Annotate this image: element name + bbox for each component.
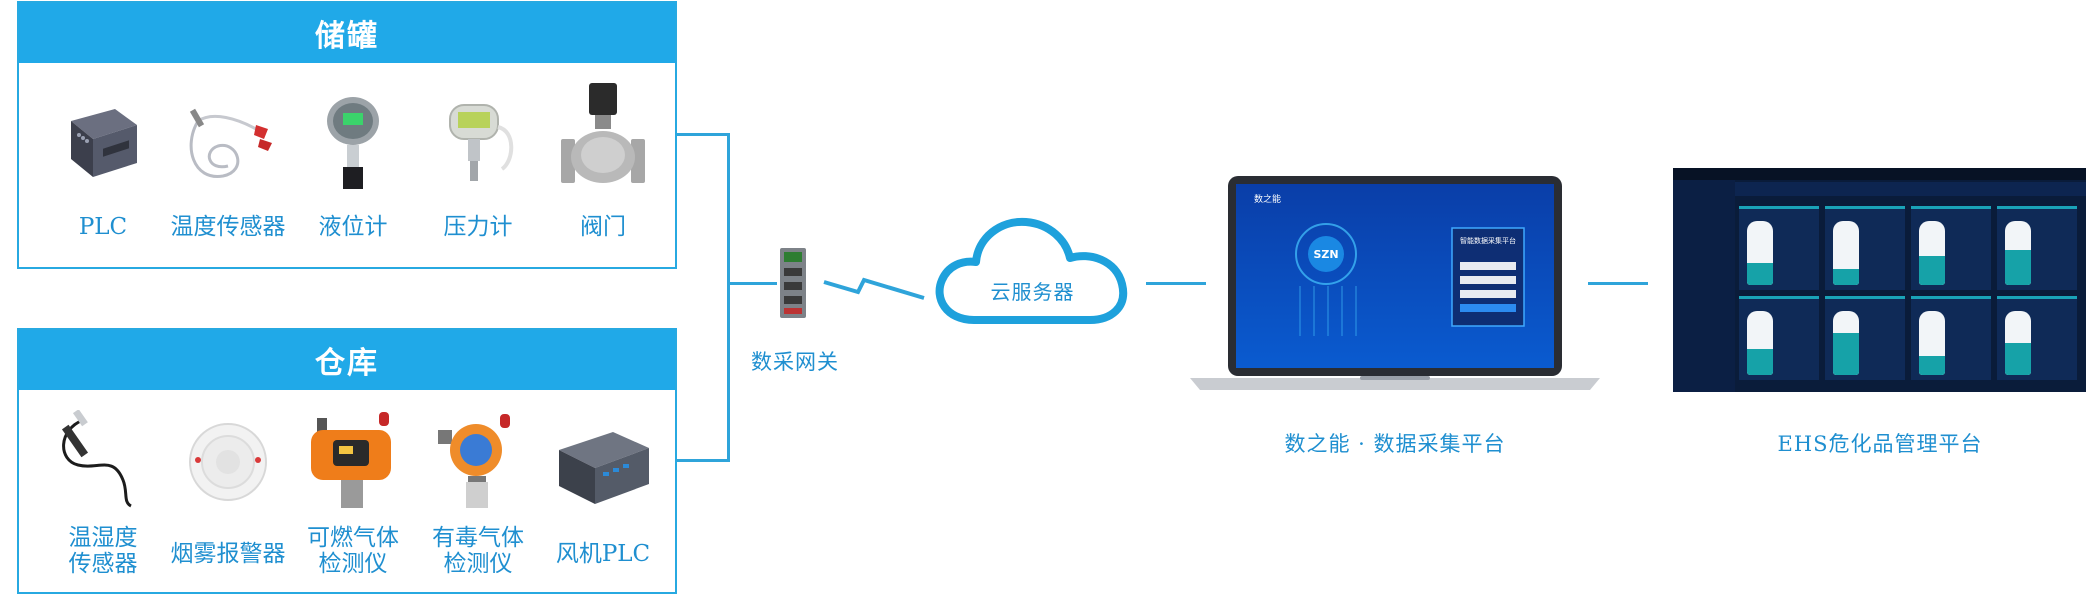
ehs-tank-card (1911, 296, 1991, 380)
connector-bus-to-gateway (727, 282, 777, 285)
device-plc-label: PLC (78, 214, 128, 240)
ehs-tank-icon (1747, 221, 1773, 285)
ehs-tank-card (1997, 206, 2077, 290)
ehs-label: EHS危化品管理平台 (1777, 432, 1983, 456)
ehs-tank-icon (1919, 221, 1945, 285)
platform-login-title: 智能数据采集平台 (1460, 237, 1516, 245)
device-pressure-gauge-label: 压力计 (443, 214, 513, 240)
smoke-alarm-icon (178, 414, 278, 514)
data-collection-platform-laptop: 数之能 SZN 智能数据采集平台 (1190, 176, 1600, 390)
plc-icon (53, 91, 153, 191)
cloud-server: 云服务器 (930, 212, 1135, 330)
toxic-gas-detector-icon (428, 404, 528, 514)
device-toxic-gas-detector: 有毒气体 检测仪 (414, 390, 542, 594)
device-humidity-sensor-label-2: 传感器 (68, 551, 138, 577)
ehs-tank-card (1997, 296, 2077, 380)
ehs-tank-icon (1747, 311, 1773, 375)
device-toxic-gas-detector-label-1: 有毒气体 (432, 525, 524, 551)
storage-tank-title: 储罐 (19, 3, 675, 63)
temperature-sensor-icon (178, 91, 278, 191)
device-level-gauge-label: 液位计 (318, 214, 388, 240)
device-fan-plc: 风机PLC (539, 390, 667, 594)
connector-vertical-bus (727, 133, 730, 462)
fan-plc-icon (553, 410, 653, 510)
device-smoke-alarm-label-2: 烟雾报警器 (170, 541, 286, 567)
device-combustible-gas-detector-label-2: 检测仪 (318, 551, 388, 577)
device-fan-plc-label-2: 风机PLC (555, 541, 651, 567)
connector-warehouse-horizontal (677, 459, 729, 462)
device-humidity-sensor: 温湿度 传感器 (39, 390, 167, 594)
gateway (776, 246, 810, 320)
platform-label: 数之能 · 数据采集平台 (1284, 432, 1506, 456)
ehs-tank-icon (2005, 311, 2031, 375)
combustible-gas-detector-icon (303, 404, 403, 514)
wireless-signal-icon (820, 266, 930, 306)
storage-tank-panel: 储罐 PLC 温度传感器 (17, 1, 677, 269)
device-valve-label: 阀门 (580, 214, 626, 240)
warehouse-title: 仓库 (19, 330, 675, 390)
ehs-tank-card (1825, 296, 1905, 380)
device-temperature-sensor-label: 温度传感器 (170, 214, 286, 240)
device-level-gauge: 液位计 (289, 63, 417, 269)
platform-screen-brand: 数之能 (1254, 195, 1282, 205)
ehs-tank-cards (1739, 206, 2084, 386)
warehouse-panel: 仓库 温湿度 传感器 烟雾报警器 (17, 328, 677, 594)
ehs-tank-card (1739, 206, 1819, 290)
level-gauge-icon (303, 91, 403, 191)
device-pressure-gauge: 压力计 (414, 63, 542, 269)
connector-cloud-to-platform (1146, 282, 1206, 285)
platform-screen-logo: SZN (1313, 248, 1339, 261)
ehs-tank-card (1739, 296, 1819, 380)
ehs-dashboard-screen (1673, 168, 2086, 392)
gateway-icon (776, 246, 810, 320)
cloud-icon (930, 212, 1135, 330)
valve-icon (553, 79, 653, 199)
device-toxic-gas-detector-label-2: 检测仪 (443, 551, 513, 577)
device-smoke-alarm: 烟雾报警器 (164, 390, 292, 594)
gateway-label: 数采网关 (751, 350, 839, 374)
ehs-tank-card (1911, 206, 1991, 290)
connector-platform-to-ehs (1588, 282, 1648, 285)
device-combustible-gas-detector: 可燃气体 检测仪 (289, 390, 417, 594)
device-valve: 阀门 (539, 63, 667, 269)
device-temperature-sensor: 温度传感器 (164, 63, 292, 269)
ehs-tank-icon (2005, 221, 2031, 285)
pressure-gauge-icon (428, 91, 528, 191)
humidity-sensor-icon (53, 410, 153, 510)
ehs-tank-card (1825, 206, 1905, 290)
device-combustible-gas-detector-label-1: 可燃气体 (307, 525, 399, 551)
device-plc: PLC (39, 63, 167, 269)
ehs-tank-icon (1833, 311, 1859, 375)
ehs-tank-icon (1919, 311, 1945, 375)
connector-storage-horizontal (677, 133, 729, 136)
ehs-tank-icon (1833, 221, 1859, 285)
device-humidity-sensor-label-1: 温湿度 (68, 525, 138, 551)
cloud-label: 云服务器 (990, 280, 1075, 304)
